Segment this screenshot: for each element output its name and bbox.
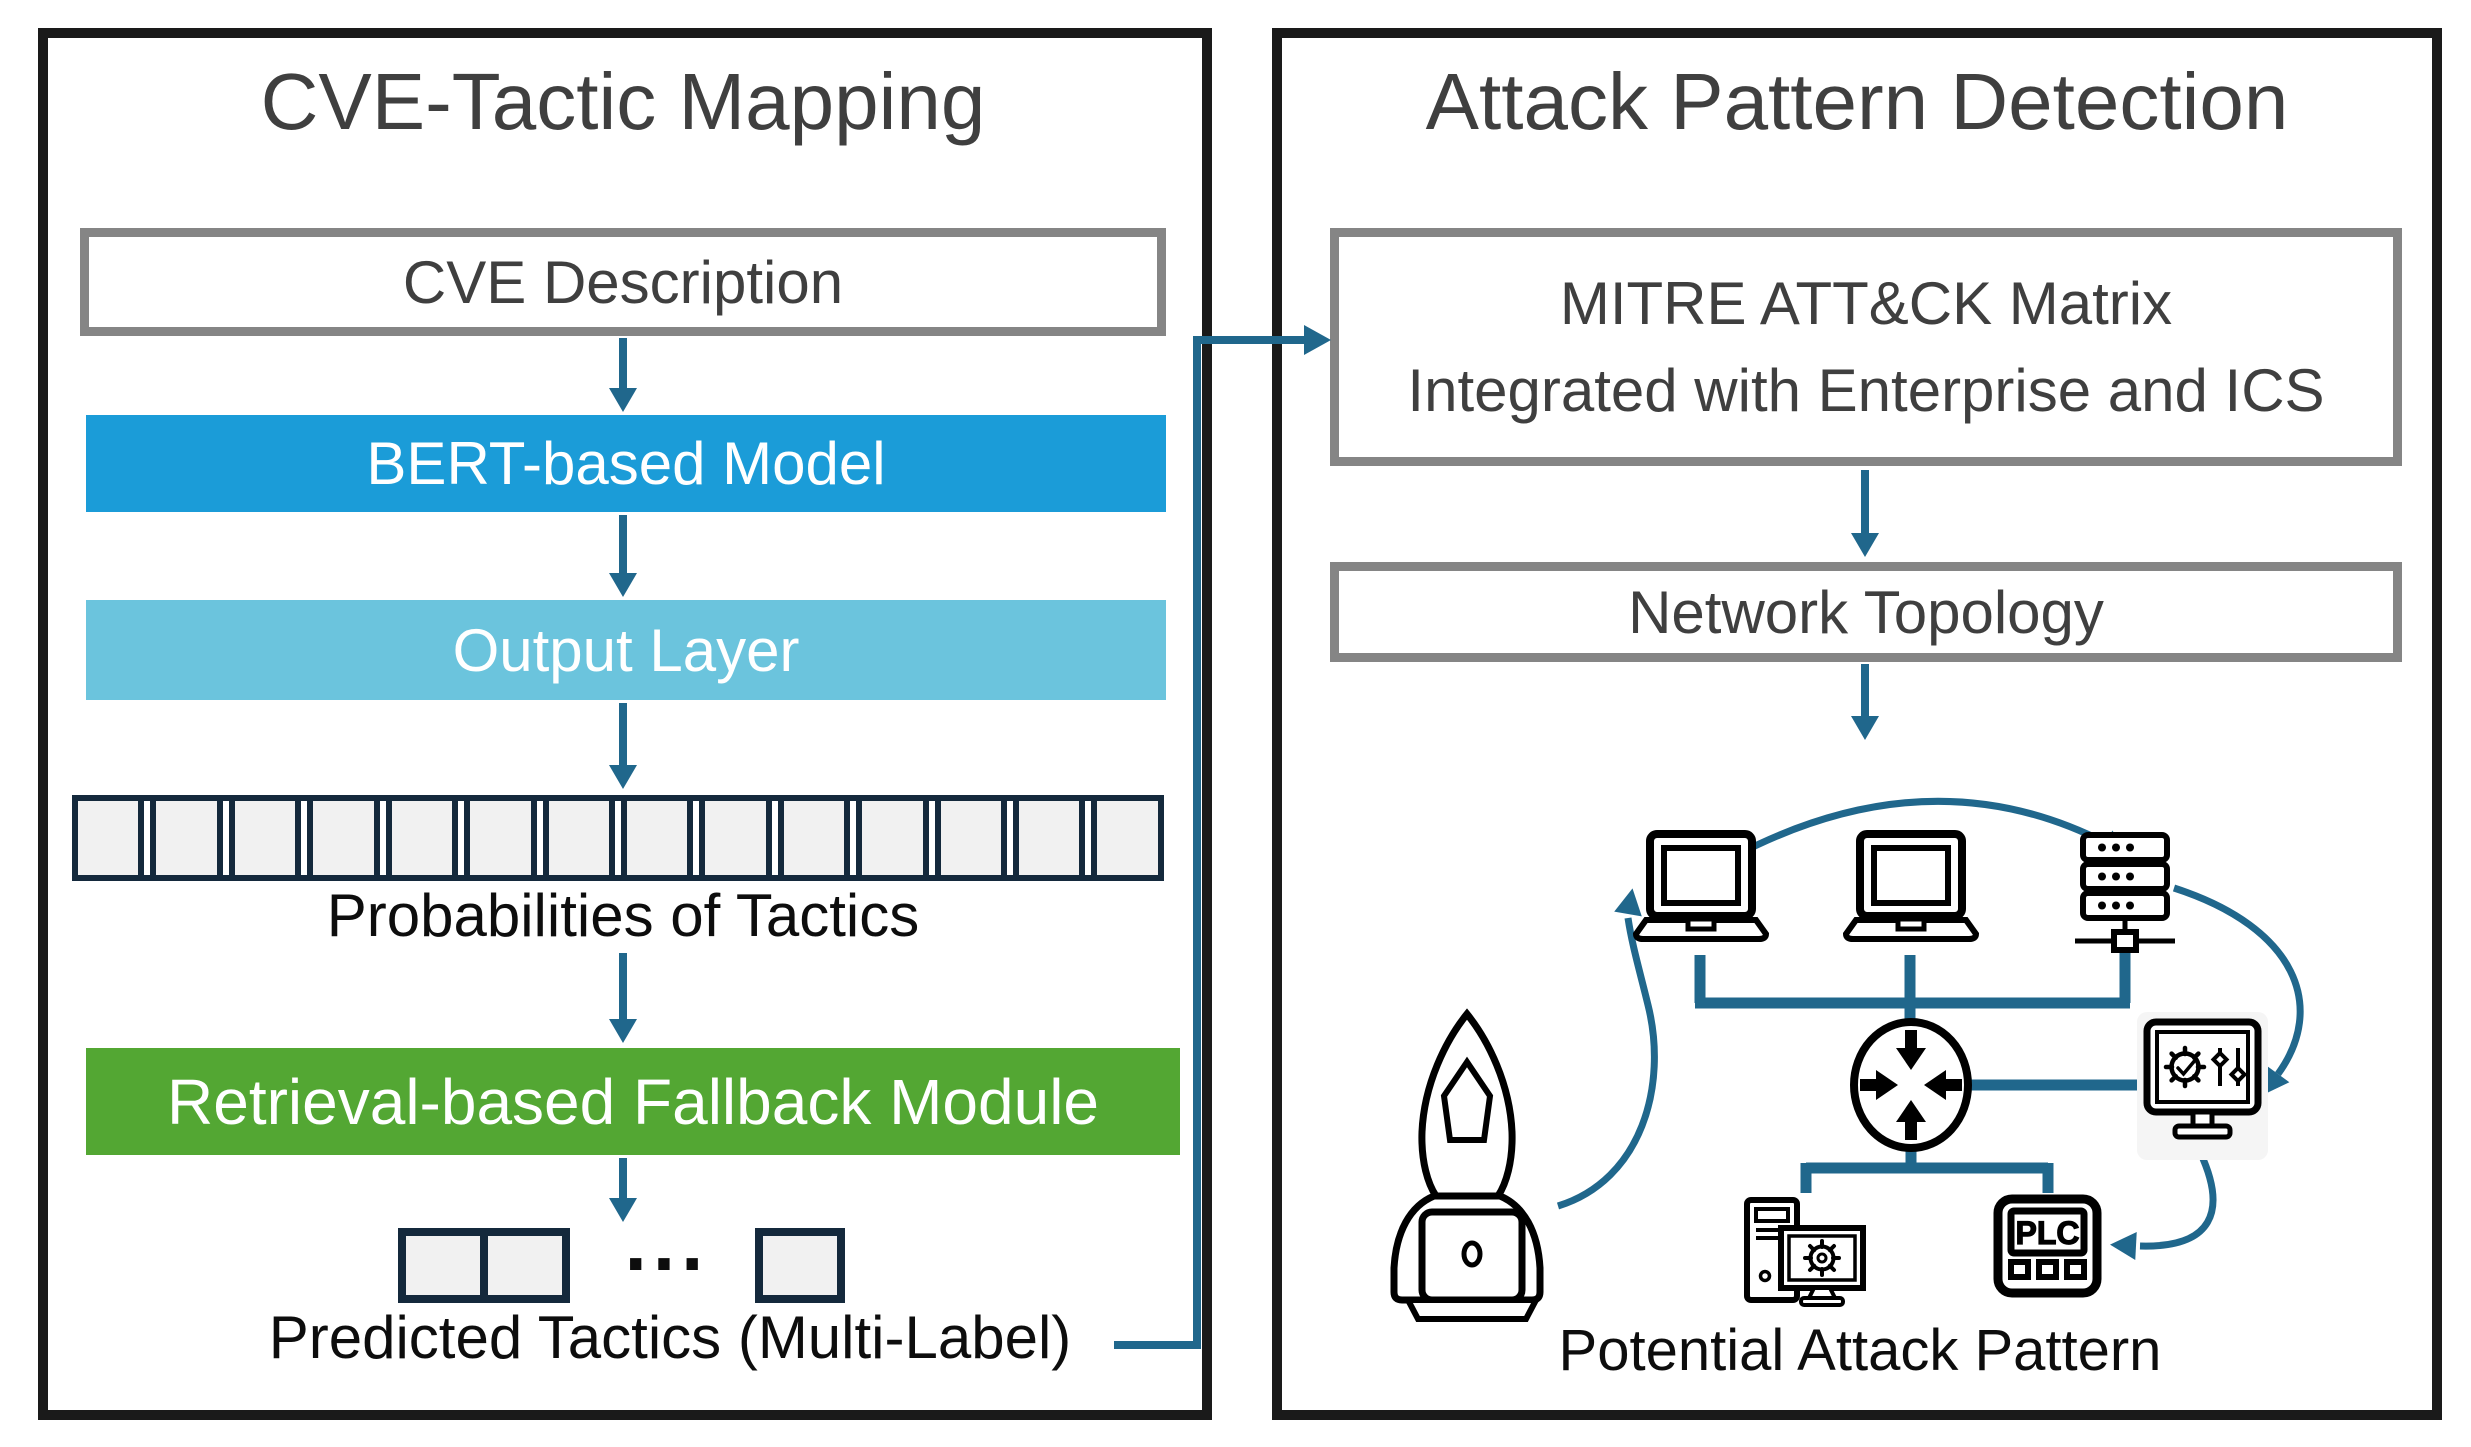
- flow-arrow-7: [1861, 664, 1869, 716]
- probability-cells-strip: [72, 795, 1164, 881]
- mitre-attack-line2: Integrated with Enterprise and ICS: [1407, 357, 2325, 424]
- probability-cell: [307, 801, 380, 875]
- probability-cell: [150, 801, 223, 875]
- ellipsis: ...: [624, 1198, 710, 1287]
- probability-cell: [385, 801, 459, 875]
- predicted-tactics-label: Predicted Tactics (Multi-Label): [268, 1304, 1072, 1371]
- fallback-module-label: Retrieval-based Fallback Module: [167, 1065, 1099, 1138]
- left-panel-title: CVE-Tactic Mapping: [260, 57, 986, 146]
- flow-arrow-4: [619, 953, 627, 1019]
- fallback-module-box: Retrieval-based Fallback Module: [86, 1048, 1180, 1155]
- probability-cell: [620, 801, 694, 875]
- potential-attack-pattern-label: Potential Attack Pattern: [1558, 1318, 2162, 1383]
- predicted-cell: [480, 1228, 570, 1303]
- predicted-cell: [398, 1228, 488, 1303]
- cve-description-box: CVE Description: [80, 228, 1166, 336]
- probability-cell: [777, 801, 851, 875]
- flow-arrow-5: [619, 1158, 627, 1198]
- bert-model-box: BERT-based Model: [86, 415, 1166, 512]
- cve-description-label: CVE Description: [402, 248, 844, 316]
- probability-cell: [1013, 801, 1086, 875]
- flow-arrow-2: [619, 515, 627, 573]
- mitre-attack-box: MITRE ATT&CK Matrix Integrated with Ente…: [1330, 228, 2402, 466]
- probabilities-label: Probabilities of Tactics: [326, 882, 920, 949]
- output-layer-label: Output Layer: [452, 616, 800, 684]
- probability-cell: [1091, 801, 1158, 875]
- right-panel-title: Attack Pattern Detection: [1425, 57, 2289, 146]
- predicted-cells-single: [755, 1228, 845, 1303]
- predicted-cell: [755, 1228, 845, 1303]
- probability-cell: [78, 801, 145, 875]
- probability-cell: [856, 801, 929, 875]
- flow-arrow-3: [619, 703, 627, 765]
- flow-arrow-1: [619, 338, 627, 388]
- predicted-cells-pair: [398, 1228, 570, 1303]
- probability-cell: [228, 801, 302, 875]
- network-topology-label: Network Topology: [1628, 578, 2104, 646]
- bert-model-label: BERT-based Model: [366, 430, 886, 497]
- probability-cell: [699, 801, 772, 875]
- probability-cell: [464, 801, 537, 875]
- probability-cell: [542, 801, 615, 875]
- output-layer-box: Output Layer: [86, 600, 1166, 700]
- flow-arrow-6: [1861, 470, 1869, 533]
- mitre-attack-line1: MITRE ATT&CK Matrix: [1559, 270, 2173, 337]
- probability-cell: [934, 801, 1008, 875]
- network-topology-box: Network Topology: [1330, 562, 2402, 662]
